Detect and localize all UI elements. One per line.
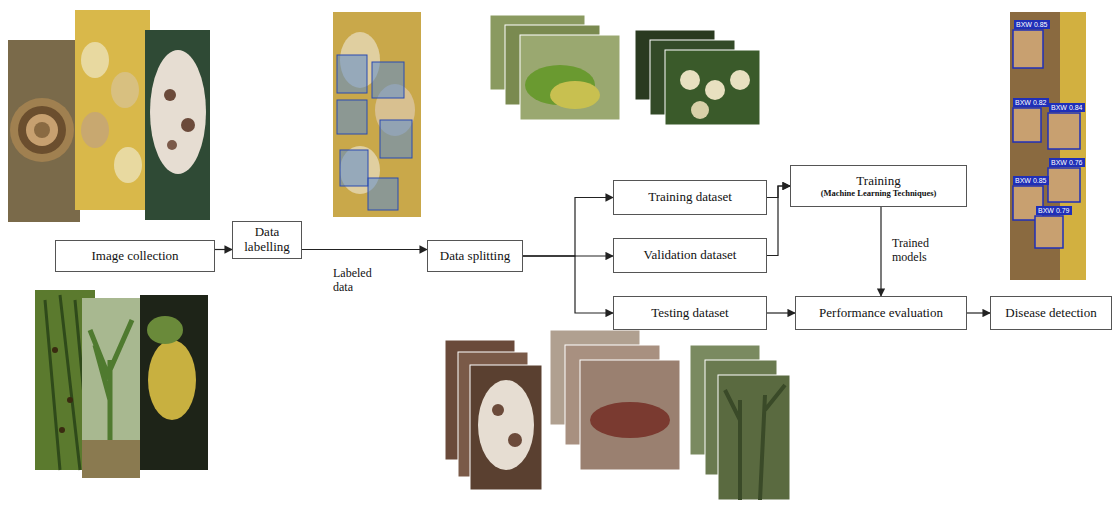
detection-tag: BXW 0.85 <box>1014 20 1050 29</box>
photo-shape <box>470 365 542 490</box>
flow-arrow <box>302 249 427 250</box>
flow-arrow <box>215 249 232 250</box>
detection-tag: BXW 0.82 <box>1013 98 1049 107</box>
photo-shape <box>148 340 196 420</box>
photo-shape <box>1035 216 1063 248</box>
process-box: Data splitting <box>427 240 523 272</box>
photo-shape <box>1013 108 1041 142</box>
detection-tag: BXW 0.84 <box>1049 103 1085 112</box>
photo-group <box>8 10 210 222</box>
photo-shape <box>340 150 368 186</box>
photo-shape <box>150 50 206 174</box>
photo-shape <box>550 81 600 109</box>
detection-tag: BXW 0.85 <box>1013 176 1049 185</box>
flow-arrow <box>767 312 795 313</box>
photo-shape <box>368 178 398 210</box>
box-label: Training dataset <box>648 190 732 205</box>
photo-stack <box>490 15 760 125</box>
process-box: Training(Machine Learning Techniques) <box>790 165 967 207</box>
photo-shape <box>725 385 785 500</box>
photo-shape <box>81 42 109 78</box>
detection-tag: BXW 0.76 <box>1049 158 1085 167</box>
photo-shape <box>67 397 73 403</box>
box-label: Image collection <box>92 249 179 264</box>
process-box: Validation dataset <box>613 238 767 273</box>
photo-shape <box>1048 168 1080 202</box>
edge-label: Trained models <box>892 236 944 265</box>
photo-shape <box>333 12 421 217</box>
photo-shape <box>114 147 142 183</box>
flow-arrow <box>767 186 790 256</box>
photo-shape <box>10 98 74 162</box>
photo-shape <box>520 35 620 120</box>
photo-shape <box>590 402 670 438</box>
photo-shape <box>705 80 725 100</box>
process-box: Testing dataset <box>613 296 767 330</box>
photo-shape <box>380 120 412 158</box>
process-box: Performance evaluation <box>795 296 967 330</box>
photo-shape <box>8 40 80 222</box>
photo-stack <box>445 330 790 500</box>
photo-shape <box>691 101 709 119</box>
box-label: Testing dataset <box>651 306 728 321</box>
box-label: (Machine Learning Techniques) <box>821 189 937 199</box>
process-box: Data labelling <box>232 221 302 259</box>
box-label: Data labelling <box>239 225 295 255</box>
process-box: Disease detection <box>990 296 1112 330</box>
photo-shape <box>147 316 183 344</box>
photo-shape <box>1048 113 1080 149</box>
photo-shape <box>478 380 534 470</box>
box-label: Training <box>856 174 900 189</box>
photo-shape <box>372 62 404 98</box>
photo-shape <box>59 427 65 433</box>
photo-shape <box>665 50 760 125</box>
photo-shape <box>82 440 140 478</box>
detection-tag: BXW 0.79 <box>1036 206 1072 215</box>
photo-shape <box>18 106 66 154</box>
process-box: Training dataset <box>613 180 767 215</box>
photo-shape <box>82 298 140 478</box>
photo-shape <box>718 375 790 500</box>
box-label: Performance evaluation <box>819 306 943 321</box>
flow-arrow <box>523 198 613 257</box>
labelled-photo <box>333 12 421 217</box>
photo-shape <box>145 30 210 220</box>
photo-shape <box>337 100 367 134</box>
photo-shape <box>164 89 176 101</box>
photo-shape <box>75 10 150 210</box>
detection-photo <box>1010 12 1086 280</box>
process-box: Image collection <box>55 240 215 272</box>
photo-shape <box>508 433 522 447</box>
flow-arrow <box>967 312 990 313</box>
photo-shape <box>181 118 195 132</box>
edge-label: Labeled data <box>333 266 385 295</box>
photo-shape <box>337 55 367 93</box>
photo-shape <box>140 295 208 470</box>
photo-shape <box>167 140 177 150</box>
flow-arrow <box>523 256 613 313</box>
photo-shape <box>1013 30 1043 68</box>
box-label: Validation dataset <box>644 248 737 263</box>
photo-shape <box>52 347 58 353</box>
photo-shape <box>492 404 504 416</box>
box-label: Data splitting <box>440 249 510 264</box>
photo-shape <box>580 360 680 470</box>
box-label: Disease detection <box>1005 306 1096 321</box>
photo-group <box>35 290 208 478</box>
photo-shape <box>111 72 139 108</box>
photo-shape <box>730 70 750 90</box>
photo-shape <box>81 112 109 148</box>
photo-shape <box>1010 12 1086 280</box>
photo-shape <box>680 70 700 90</box>
flow-arrow <box>880 207 881 296</box>
photo-shape <box>26 114 58 146</box>
photo-shape <box>34 122 50 138</box>
